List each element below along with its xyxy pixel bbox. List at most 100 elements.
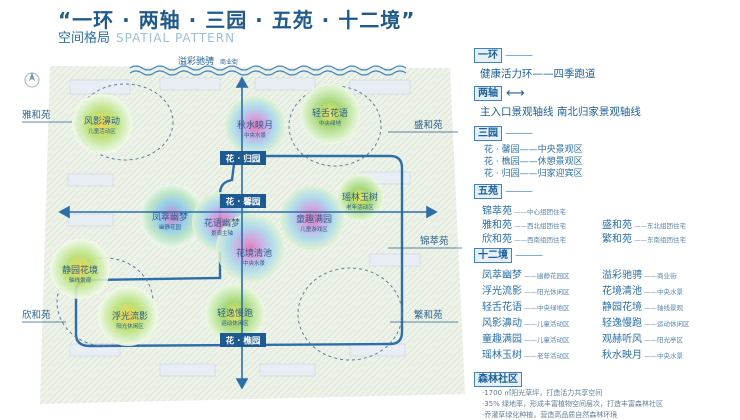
legend-court-item: 锦萃苑——中心组团住宅 (482, 206, 566, 217)
page-title: “一环 · 两轴 · 三园 · 五苑 · 十二境” (58, 8, 416, 32)
zone-qingyi-blob (205, 284, 265, 344)
legend-scene-desc: ——运动休闲区 (644, 320, 690, 328)
legend-garden-item: 花 · 樵园——休憩景观区 (484, 157, 583, 167)
zone-qiushui-blob (225, 96, 285, 156)
zone-jinghui-name: 静园花境 (62, 264, 98, 276)
legend-scene-desc: ——阳光亭区 (644, 336, 683, 344)
court-yahe: 雅和苑 (22, 109, 51, 121)
label-yicai-small: 商业街 (220, 58, 238, 66)
zone-fengying-sub: 儿童活动区 (88, 127, 116, 135)
legend-scene-item: 秋水映月——中央水景 (602, 346, 683, 361)
zone-fengcui-sub: 幽静花园 (159, 223, 182, 231)
zone-yaolin-sub: 老年活动区 (346, 203, 374, 211)
zone-fuguang-blob (98, 286, 158, 346)
node-xin: 花 · 馨园 (220, 194, 266, 208)
legend-scene-desc: ——儿童活动区 (524, 320, 570, 328)
zone-qingyi-name: 轻逸慢跑 (217, 307, 253, 319)
legend-scene-item: 轻逸慢跑——运动休闲区 (602, 314, 690, 329)
subtitle-en: SPATIAL PATTERN (116, 31, 236, 45)
legend-courts-head: 五苑 (474, 184, 502, 199)
legend-scene-desc: ——幽静花园区 (524, 272, 570, 280)
zone-fengcui-blob (140, 184, 204, 248)
legend-forest: 森林社区 (474, 372, 522, 387)
legend-scenes: 十二境 ——— (474, 248, 543, 263)
zone-huayu-name: 花语幽梦 (204, 217, 240, 229)
zone-qingcao-name: 轻舌花语 (312, 107, 348, 119)
legend-gardens-dash: ——— (505, 128, 533, 139)
legend-axes-line: 主入口景观轴线 南北归家景观轴线 (480, 106, 641, 118)
svg-text:花 · 馨园: 花 · 馨园 (226, 197, 261, 208)
svg-text:花 · 樵园: 花 · 樵园 (226, 336, 261, 347)
node-gui: 花 · 归园 (220, 151, 266, 165)
legend-scene-name: 童趣满园 (482, 334, 522, 345)
legend-scene-name: 轻逸慢跑 (602, 318, 642, 329)
label-yicai: 溢彩驰骋 (178, 55, 214, 67)
legend-panel: 一环 ——— 健康活力环——四季跑道 两轴 ⟷ 主入口景观轴线 南北归家景观轴线… (474, 46, 738, 419)
zone-tongqu-blob (280, 186, 344, 250)
court-xinhe: 欣和苑 (22, 309, 51, 321)
zone-fengcui-name: 凤萃幽梦 (152, 212, 188, 223)
court-dianhe: 盛和苑 (414, 119, 443, 131)
legend-axes: 两轴 ⟷ (474, 86, 525, 101)
waterfront-waves (129, 65, 407, 76)
court-fanhe: 繁和苑 (414, 309, 443, 321)
zone-fengying-name: 风影濞动 (84, 115, 120, 127)
zone-yaolin-blob (336, 174, 384, 222)
legend-ring-dash: ——— (505, 50, 533, 61)
legend-scene-desc: ——中央水景 (644, 352, 683, 360)
zone-tongqu-name: 童趣满园 (296, 213, 332, 225)
legend-scene-item: 溢彩驰骋——商业街 (602, 266, 677, 281)
node-qiao: 花 · 樵园 (220, 333, 266, 347)
zone-qingcao-blob (300, 84, 360, 144)
zone-qiushui-name: 秋水映月 (237, 119, 273, 131)
legend-forest-note: ·35% 绿地率，形成丰富植物空间层次，打造丰富森林社区 (482, 400, 664, 408)
legend-court-item: 盛和苑——东北组团住宅 (602, 220, 686, 231)
legend-scene-desc: ——阳光休闲区 (524, 288, 570, 296)
legend-scene-desc: ——老年活动区 (524, 352, 570, 360)
legend-garden-item: 花 · 归园——归家迎宾区 (484, 169, 583, 179)
legend-scene-item: 轻舌花语——中央绿地区 (482, 298, 570, 313)
zone-huajing-sub: 中央水景 (243, 259, 266, 267)
subtitle-cn: 空间格局 (58, 31, 111, 46)
north-arrow-icon (24, 72, 40, 88)
legend-scene-desc: ——儿童活动区 (524, 336, 570, 344)
court-jincui: 锦萃苑 (420, 235, 449, 247)
zone-jinghui-blob (50, 239, 110, 299)
legend-scene-name: 凤萃幽梦 (482, 270, 522, 281)
legend-forest-head: 森林社区 (474, 372, 522, 387)
legend-garden-item: 花 · 馨园——中央景观区 (484, 145, 583, 155)
legend-axes-head: 两轴 (474, 86, 502, 101)
zone-qingyi-sub: 运动休闲区 (221, 319, 249, 327)
legend-scene-item: 花境清池——中央水景 (602, 282, 683, 297)
legend-forest-note: ·1700 ㎡阳光草坪，打造活力共享空间 (482, 389, 603, 397)
legend-gardens: 三园 ——— (474, 126, 533, 141)
legend-scene-name: 浮光流影 (482, 286, 522, 297)
legend-scene-item: 观赫听风——阳光亭区 (602, 330, 683, 345)
zone-qingcao-sub: 中央绿地 (319, 119, 342, 127)
legend-scene-item: 风影濞动——儿童活动区 (482, 314, 570, 329)
legend-forest-note: ·乔灌草绿化种植，营造高品质自然森林环境 (482, 411, 618, 419)
legend-courts-dash: ——— (505, 186, 533, 197)
page-subtitle: 空间格局 SPATIAL PATTERN (58, 27, 235, 46)
zone-qiushui-sub: 中央水景 (244, 131, 267, 139)
legend-scene-desc: ——中央绿地区 (524, 304, 570, 312)
svg-text:花 · 归园: 花 · 归园 (226, 154, 261, 165)
legend-scene-item: 浮光流影——阳光休闲区 (482, 282, 570, 297)
legend-scene-name: 秋水映月 (602, 350, 642, 361)
zone-fengying-blob (72, 94, 132, 154)
site-plan: 溢彩驰骋 商业街 花 · 归园 花 · 馨园 花 · 樵园 (10, 44, 470, 418)
legend-scene-name: 观赫听风 (602, 334, 642, 345)
zone-yaolin-name: 瑶林玉树 (342, 191, 378, 203)
legend-scene-desc: ——商业街 (644, 272, 677, 280)
legend-scene-desc: ——中央水景 (644, 288, 683, 296)
legend-scenes-dash: ——— (515, 250, 543, 261)
legend-scene-item: 静园花境——轴线景观 (602, 298, 683, 313)
zone-huajing-blob (216, 214, 284, 282)
legend-ring-head: 一环 (474, 48, 502, 63)
legend-scene-name: 花境清池 (602, 286, 642, 297)
legend-ring: 一环 ——— (474, 48, 533, 63)
legend-scene-item: 瑶林玉树——老年活动区 (482, 346, 570, 361)
legend-court-item: 欣和苑——西南组团住宅 (482, 234, 566, 245)
zone-huajing-name: 花境清池 (236, 247, 272, 259)
legend-scene-name: 轻舌花语 (482, 302, 522, 313)
